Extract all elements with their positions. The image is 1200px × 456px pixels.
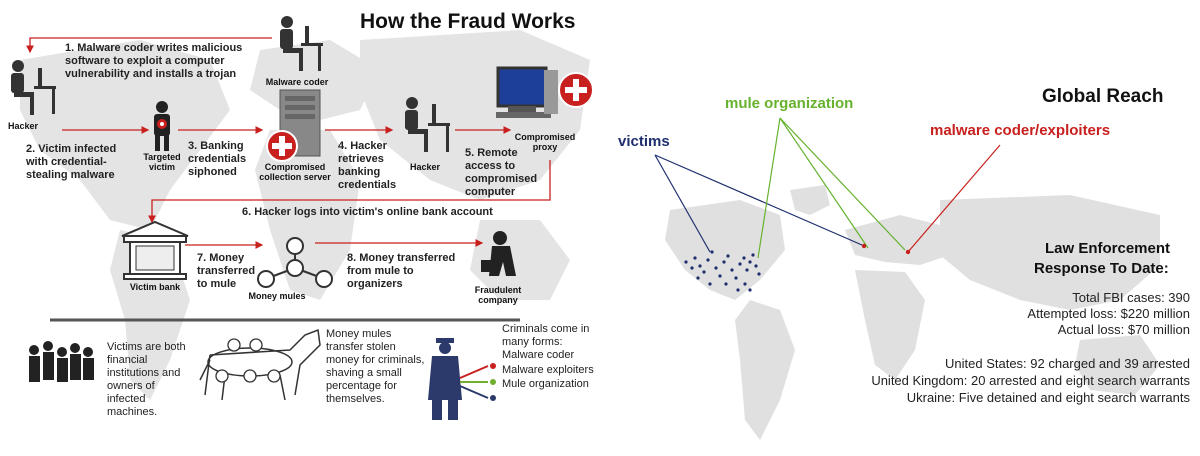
arrow-step-6 [148, 160, 551, 224]
victims-note: Victims are both financial institutions … [107, 341, 186, 418]
step-8-text: 8. Money transferred from mule to organi… [347, 252, 456, 290]
collection-server-label: Compromised collection server [259, 162, 331, 182]
victim-bank-icon [121, 220, 189, 280]
criminal-type-2: Malware exploiters [502, 364, 594, 376]
targeted-victim-label: Targeted victim [143, 152, 181, 172]
victim-bank-label: Victim bank [129, 282, 181, 292]
global-reach-title: Global Reach [1042, 86, 1164, 107]
step-2-text: 2. Victim infected with credential-steal… [26, 143, 117, 181]
fraudulent-company-label: Fraudulent company [474, 285, 522, 305]
money-mules-icon [257, 237, 333, 288]
collection-server-icon [266, 89, 321, 162]
ukraine-marker [905, 249, 911, 255]
fraud-title: How the Fraud Works [360, 10, 576, 33]
hacker-mid-icon [405, 97, 450, 152]
country-us: United States: 92 charged and 39 arreste… [945, 356, 1190, 371]
compromised-proxy-label: Compromised proxy [514, 132, 576, 152]
global-reach-panel: Global Reach victims mule organization m… [600, 0, 1200, 456]
hacker-mid-label: Hacker [409, 162, 441, 172]
criminal-figure-icon [428, 338, 496, 420]
hacker-left-label: Hacker [8, 121, 39, 131]
malware-coder-label: Malware coder [265, 77, 329, 87]
step-5-text: 5. Remote access to compromised computer [465, 147, 538, 198]
hacker-icon [11, 60, 56, 115]
victim-dots [684, 250, 761, 292]
stat-total-cases: Total FBI cases: 390 [1072, 290, 1190, 305]
compromised-proxy-icon [496, 66, 594, 118]
world-map-background [20, 30, 590, 400]
map-label-malware: malware coder/exploiters [930, 122, 1111, 139]
fraudulent-company-icon [481, 231, 516, 276]
criminal-type-3: Mule organization [502, 378, 589, 390]
criminals-intro: Criminals come in many forms: [502, 323, 590, 348]
step-7-text: 7. Money transferred to mule [197, 252, 256, 290]
law-enforcement-subtitle: Response To Date: [1034, 260, 1169, 277]
money-mules-label: Money mules [248, 291, 306, 301]
victims-group-icon [29, 341, 94, 382]
global-world-map [665, 185, 1160, 440]
step-3-text: 3. Banking credentials siphoned [188, 140, 247, 178]
malware-coder-icon [280, 16, 323, 71]
country-ukraine: Ukraine: Five detained and eight search … [906, 390, 1190, 405]
arrow-step-1 [26, 37, 272, 54]
criminal-type-1: Malware coder [502, 349, 575, 361]
step-6-text: 6. Hacker logs into victim's online bank… [242, 206, 493, 218]
map-label-mule-org: mule organization [725, 95, 854, 112]
fraud-diagram-panel: How the Fraud Works [8, 10, 594, 420]
stat-actual-loss: Actual loss: $70 million [1057, 322, 1190, 337]
step-1-text: 1. Malware coder writes malicious softwa… [65, 42, 243, 80]
country-uk: United Kingdom: 20 arrested and eight se… [871, 373, 1190, 388]
flow-arrows [26, 37, 551, 322]
law-enforcement-title: Law Enforcement [1045, 240, 1171, 257]
mules-note: Money mules transfer stolen money for cr… [326, 328, 425, 405]
targeted-victim-icon [154, 101, 170, 151]
uk-marker [861, 243, 867, 249]
reach-lines [654, 117, 1001, 292]
map-label-victims: victims [618, 133, 670, 150]
mule-animal-icon [199, 328, 321, 401]
step-4-text: 4. Hacker retrieves banking credentials [338, 140, 397, 191]
stat-attempted-loss: Attempted loss: $220 million [1027, 306, 1190, 321]
